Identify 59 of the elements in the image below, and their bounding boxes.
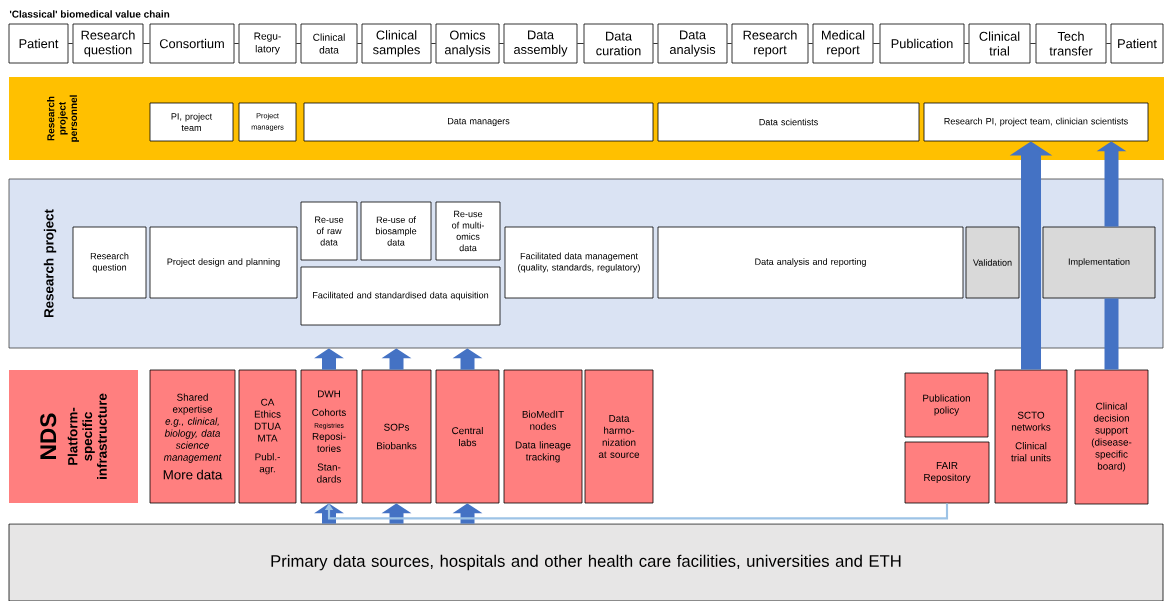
chain-step-box: Data curation [583,23,654,64]
chain-step-box: Publication [879,23,965,64]
chain-step-box: Consortium [149,23,235,64]
connector-line [296,43,301,44]
infrastructure-box: Central labs [435,369,500,504]
connector-line [727,43,732,44]
infrastructure-box: CA Ethics DTUA MTA Publ.-agr. [238,369,297,504]
task-box: Implementation [1042,226,1156,299]
connector-line [653,43,658,44]
infrastructure-box: Shared expertise e.g., clinical, biology, data science management More data [149,369,236,504]
task-box: Research question [72,226,147,299]
chain-step-box: Clinical samples [361,23,432,64]
chain-step-box: Data assembly [503,23,578,64]
connector-line [964,43,969,44]
connector-line [1030,43,1036,44]
chain-step-box: Omics analysis [435,23,500,64]
arrow [324,503,949,520]
title: 'Classical' biomedical value chain [9,10,170,18]
infrastructure-box: Publication policy [904,372,989,438]
data-sources-band: Primary data sources, hospitals and other health care facilities, universities and ETH [8,523,1164,601]
task-box: Re-use of raw data [300,201,358,261]
chain-step-box: Regu-latory [238,23,297,64]
connector-line [68,43,73,44]
connector-line [234,43,239,44]
task-box: Data analysis and reporting [657,226,964,299]
connector-line [431,43,436,44]
connector-line [873,43,880,44]
chain-step-box: Medical report [812,23,874,64]
infrastructure-box: SCTO networks Clinical trial units [994,369,1068,504]
infrastructure-box: Clinical decision support (disease-specific board) [1074,369,1149,505]
connector-line [577,43,584,44]
task-box: Facilitated and standardised data aquisition [300,266,501,326]
role-box: Data managers [303,102,654,142]
task-box: Re-use of multi-omics data [435,201,501,261]
connector-line [1106,43,1111,44]
connector-line [499,43,504,44]
chain-step-box: Tech transfer [1035,23,1107,64]
role-box: Research PI, project team, clinician scientists [923,102,1149,142]
connector-line [808,43,813,44]
infrastructure-box: BioMedIT nodes Data lineage tracking [503,369,583,504]
infrastructure-box: FAIR Repository [904,441,990,504]
chain-step-box: Patient [8,23,69,64]
infrastructure-label-box: NDS Platform-specific infrastructure [9,370,138,503]
chain-step-box: Clinical trial [968,23,1031,64]
task-box: Re-use of biosample data [360,201,432,261]
chain-step-box: Research question [72,23,144,64]
infrastructure-box: Data harmo-nization at source [584,369,654,504]
chain-step-box: Clinical data [300,23,358,64]
role-box: Data scientists [657,102,920,142]
task-box: Project design and planning [149,226,298,299]
chain-step-box: Data analysis [657,23,728,64]
chain-step-box: Patient [1110,23,1164,64]
infrastructure-box: SOPs Biobanks [361,369,432,504]
task-box: Facilitated data management (quality, standards, regulatory) [504,226,654,299]
role-box: PI, project team [149,102,234,142]
connector-line [357,43,362,44]
connector-line [143,43,150,44]
chain-step-box: Research report [731,23,809,64]
task-box: Validation [965,226,1020,299]
